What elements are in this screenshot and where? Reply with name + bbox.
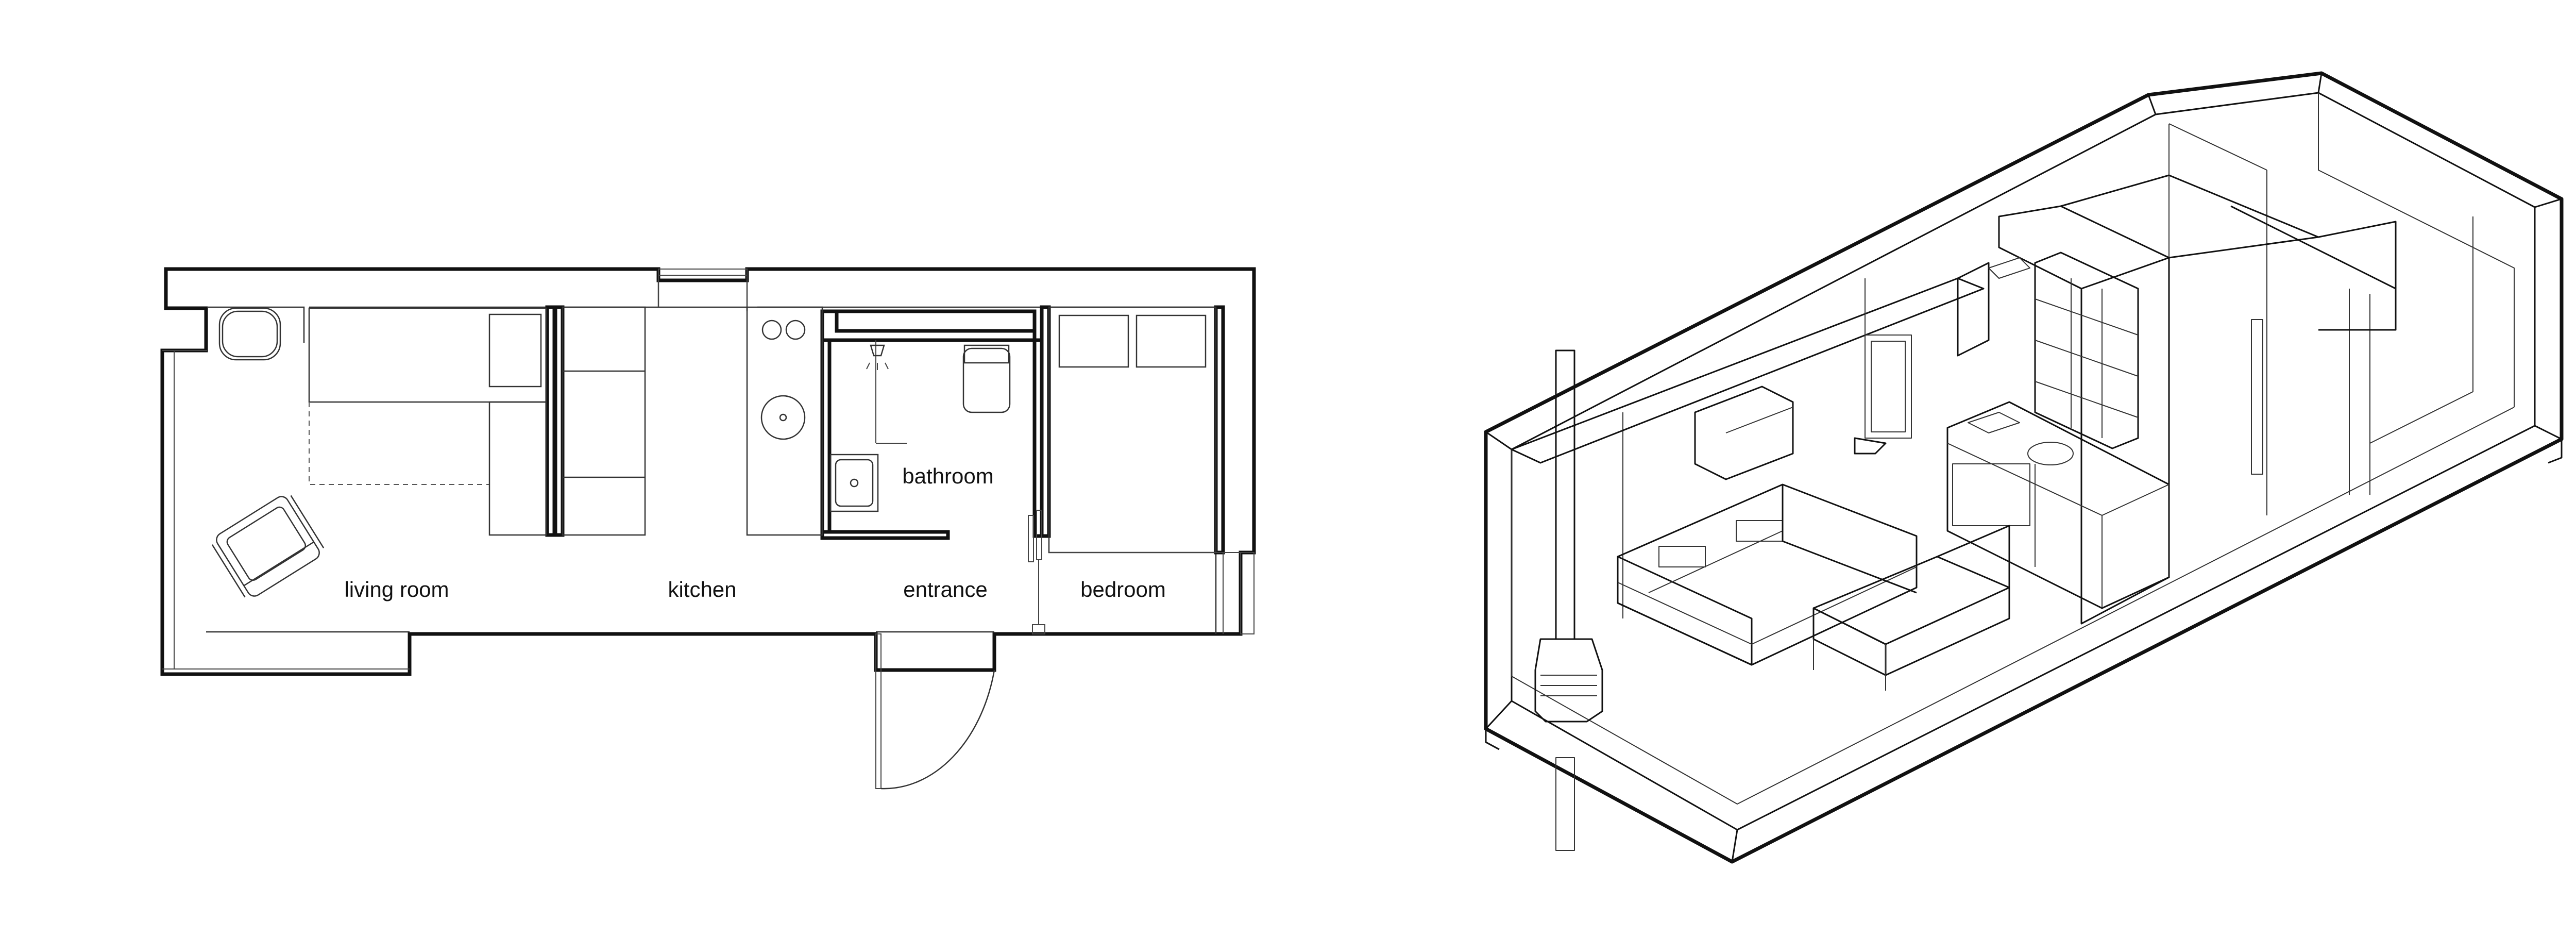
- room-label-living-room: living room: [344, 577, 449, 601]
- living-room-furniture: [211, 307, 547, 598]
- bedroom-window: [1240, 552, 1255, 634]
- bedroom-furniture: [1048, 306, 1241, 634]
- bathroom-door: [1028, 510, 1045, 634]
- support-legs: [1485, 439, 2563, 750]
- wood-stove: [1534, 349, 1603, 851]
- kitchen-furniture: [562, 306, 823, 536]
- room-label-entrance: entrance: [903, 577, 987, 601]
- kitchen-counter: [1946, 401, 2170, 609]
- loft-bed: [1998, 174, 2397, 625]
- rear-window: [1865, 334, 1912, 439]
- armchair: [211, 495, 325, 598]
- room-label-kitchen: kitchen: [668, 577, 736, 601]
- upper-shelf: [1511, 257, 2030, 480]
- kitchen-shelving: [2034, 252, 2139, 449]
- floor-plan: living room kitchen bathroom entrance be…: [160, 267, 1256, 790]
- room-label-bedroom: bedroom: [1080, 577, 1166, 601]
- bathroom-fixtures: [829, 340, 1011, 512]
- outer-walls: [160, 267, 1256, 676]
- room-labels: living room kitchen bathroom entrance be…: [344, 464, 1165, 601]
- sofa-bed: [1617, 483, 1918, 666]
- shell-outline: [1484, 71, 2564, 864]
- kitchen-window: [658, 269, 748, 307]
- left-window: [162, 350, 410, 670]
- interior-walls: [1511, 93, 2515, 805]
- axonometric-view: [1484, 71, 2564, 864]
- entrance-door: [875, 633, 995, 790]
- room-label-bathroom: bathroom: [902, 464, 993, 488]
- low-table: [1812, 525, 2010, 691]
